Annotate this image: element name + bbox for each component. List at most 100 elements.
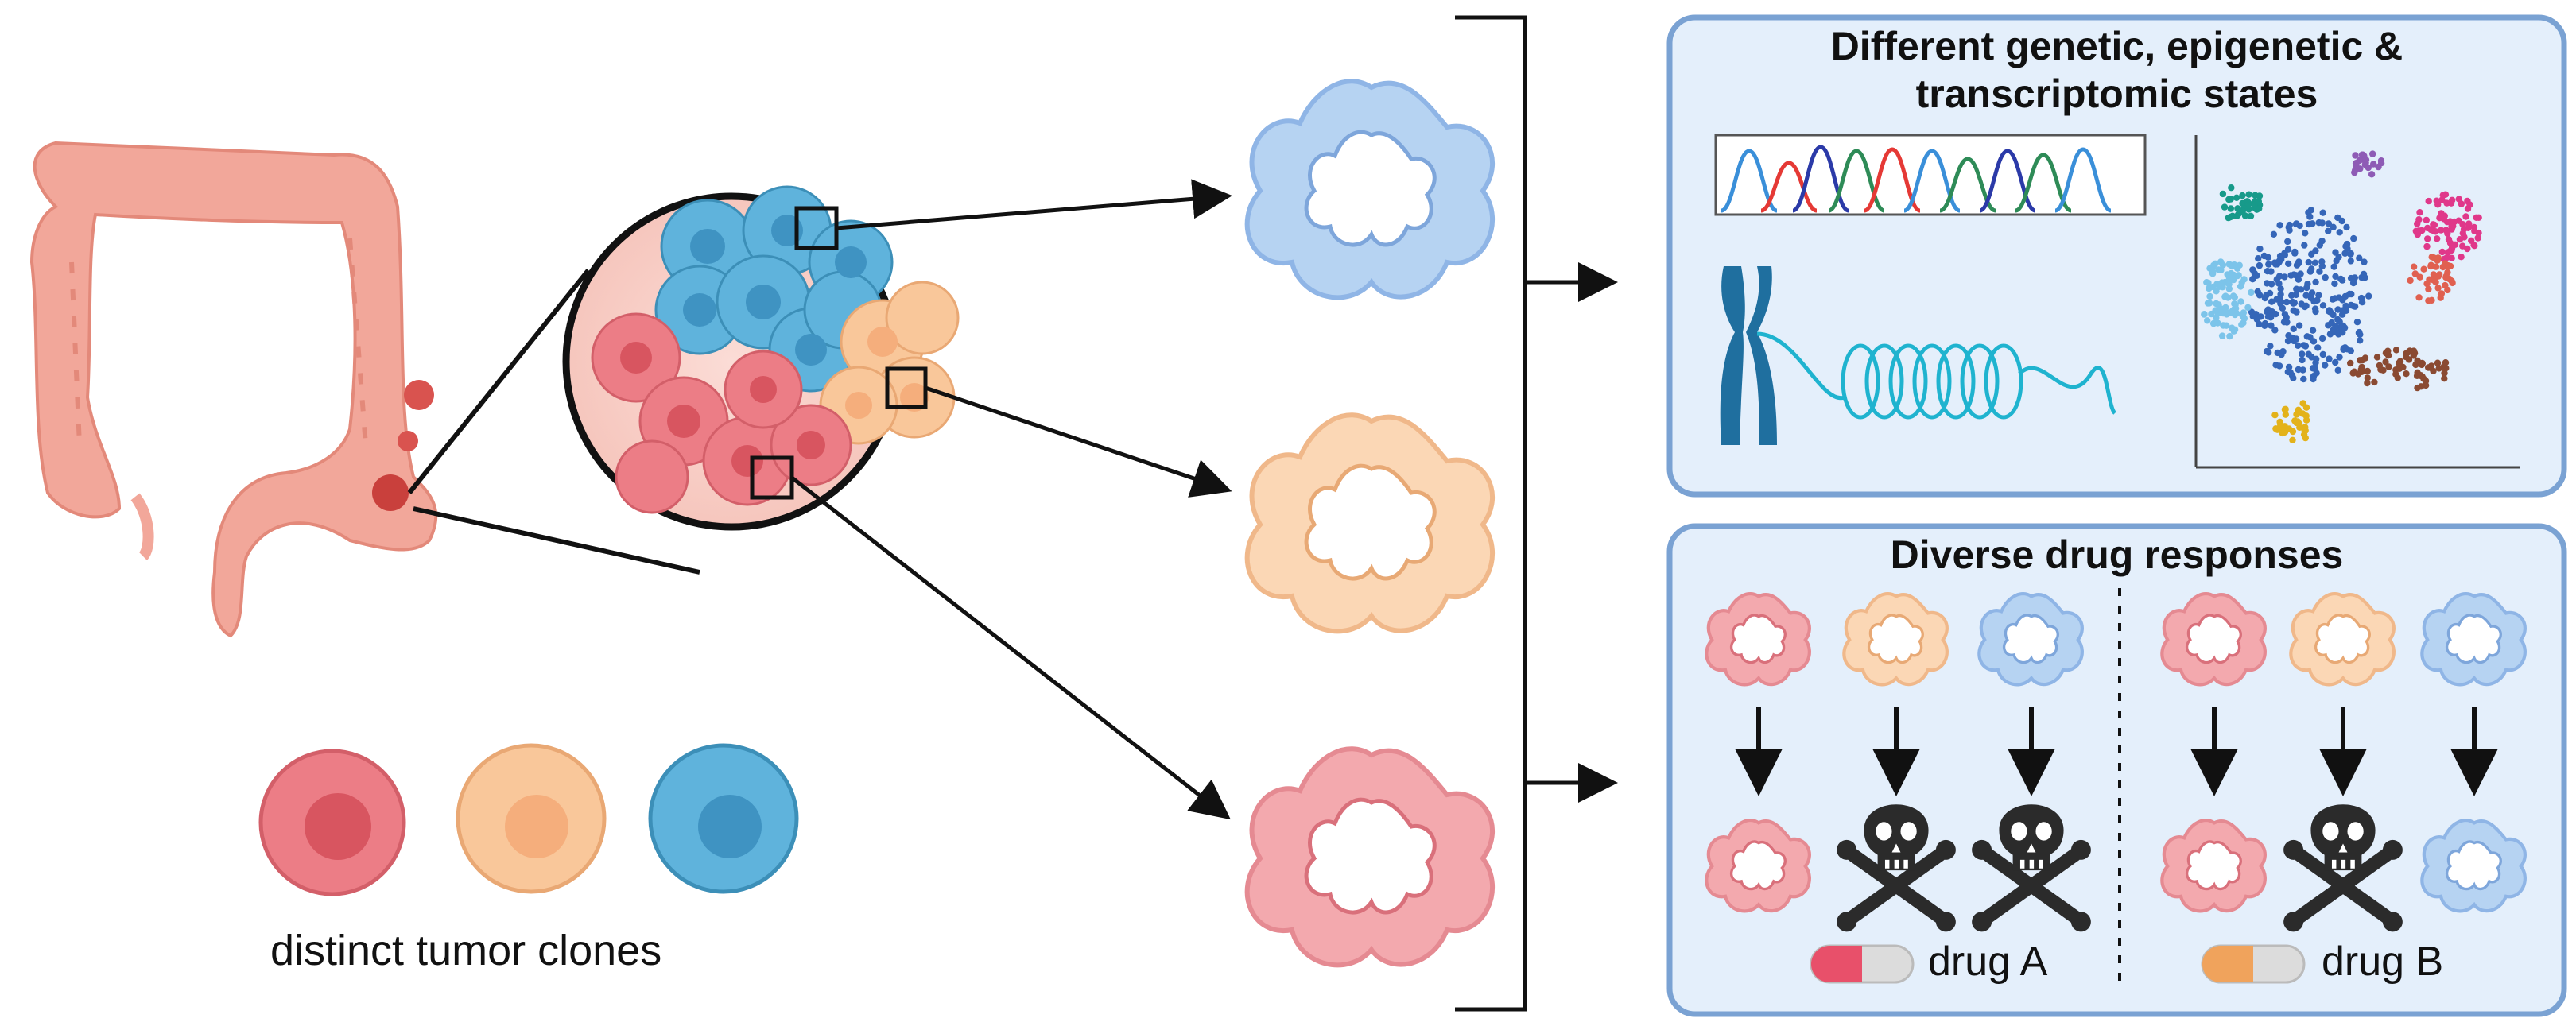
scatter-dot bbox=[2310, 375, 2317, 383]
scatter-dot bbox=[2358, 299, 2366, 306]
scatter-dot bbox=[2341, 324, 2349, 331]
scatter-dot bbox=[2416, 273, 2423, 281]
scatter-dot bbox=[2357, 337, 2364, 344]
scatter-dot bbox=[2385, 363, 2392, 370]
scatter-dot bbox=[2438, 210, 2445, 217]
grouping-bracket bbox=[1455, 15, 1527, 1012]
scatter-dot bbox=[2313, 355, 2320, 362]
scatter-dot bbox=[2361, 354, 2369, 362]
scatter-dot bbox=[2240, 276, 2248, 283]
scatter-dot bbox=[2325, 322, 2332, 329]
scatter-dot bbox=[2342, 242, 2349, 250]
scatter-dot bbox=[2434, 273, 2442, 280]
scatter-dot bbox=[2312, 278, 2319, 286]
scatter-dot bbox=[2334, 214, 2341, 222]
scatter-dot bbox=[2256, 245, 2264, 253]
scatter-dot bbox=[2336, 229, 2343, 236]
scatter-dot bbox=[2306, 334, 2314, 341]
scatter-dot bbox=[2416, 209, 2423, 216]
scatter-dot bbox=[2253, 206, 2260, 213]
scatter-dot bbox=[2219, 190, 2227, 198]
scatter-dot bbox=[2415, 216, 2423, 223]
scatter-dot bbox=[2325, 220, 2333, 227]
scatter-dot bbox=[2310, 298, 2318, 305]
scatter-dot bbox=[2352, 152, 2359, 159]
scatter-dot bbox=[2334, 366, 2341, 374]
scatter-dot bbox=[2300, 375, 2307, 383]
scatter-dot bbox=[2299, 356, 2306, 364]
scatter-dot bbox=[2283, 298, 2291, 306]
scatter-dot bbox=[2442, 365, 2450, 372]
scatter-dot bbox=[2432, 263, 2440, 270]
scatter-dot bbox=[2392, 347, 2400, 354]
scatter-dot bbox=[2254, 288, 2261, 296]
scatter-dot bbox=[2373, 354, 2381, 361]
scatter-dot bbox=[2459, 230, 2466, 237]
scatter-dot bbox=[2292, 220, 2300, 228]
drug-a-label: drug A bbox=[1928, 939, 2048, 985]
scatter-dot bbox=[2357, 357, 2364, 364]
scatter-dot bbox=[2290, 325, 2297, 332]
scatter-dot bbox=[2209, 319, 2217, 327]
scatter-dot bbox=[2298, 300, 2305, 308]
scatter-dot bbox=[2347, 347, 2354, 354]
scatter-dot bbox=[2343, 223, 2350, 231]
clones-legend-label: distinct tumor clones bbox=[270, 927, 662, 974]
scatter-dot bbox=[2315, 219, 2322, 227]
scatter-dot bbox=[2431, 254, 2438, 261]
scatter-dot bbox=[2439, 192, 2446, 199]
scatter-dot bbox=[2442, 227, 2450, 234]
scatter-dot bbox=[2292, 335, 2300, 343]
scatter-dot bbox=[2392, 370, 2399, 378]
scatter-dot bbox=[2427, 362, 2435, 370]
scatter-dot bbox=[2219, 281, 2226, 288]
scatter-dot bbox=[2353, 163, 2360, 170]
scatter-dot bbox=[2234, 205, 2241, 212]
scatter-dot bbox=[2368, 171, 2376, 178]
scatter-dot bbox=[2375, 163, 2382, 171]
scatter-dot bbox=[2285, 260, 2292, 267]
scatter-dot bbox=[2330, 223, 2337, 230]
organoid-blue bbox=[1247, 81, 1492, 297]
scatter-dot bbox=[2228, 184, 2235, 192]
scatter-dot bbox=[2336, 354, 2343, 361]
scatter-dot bbox=[2431, 221, 2438, 229]
scatter-dot bbox=[2299, 366, 2306, 374]
scatter-dot bbox=[2282, 411, 2289, 418]
legend-cell-blue bbox=[648, 743, 799, 894]
scatter-dot bbox=[2396, 363, 2403, 371]
scatter-dot bbox=[2415, 294, 2423, 301]
scatter-dot bbox=[2414, 384, 2421, 392]
scatter-dot bbox=[2347, 250, 2354, 258]
scatter-dot bbox=[2382, 358, 2389, 366]
scatter-dot bbox=[2319, 350, 2326, 358]
scatter-dot bbox=[2226, 332, 2233, 340]
scatter-dot bbox=[2225, 196, 2233, 203]
tumor-zoom-circle bbox=[562, 185, 960, 531]
scatter-dot bbox=[2464, 197, 2471, 205]
scatter-dot bbox=[2249, 276, 2256, 283]
scatter-dot bbox=[2268, 298, 2275, 305]
scatter-dot bbox=[2449, 196, 2456, 203]
scatter-dot bbox=[2331, 280, 2338, 288]
scatter-dot bbox=[2332, 273, 2339, 280]
scatter-dot bbox=[2300, 342, 2307, 349]
scatter-dot bbox=[2370, 161, 2377, 168]
scatter-dot bbox=[2318, 335, 2326, 343]
scatter-dot bbox=[2322, 273, 2329, 281]
scatter-dot bbox=[2204, 300, 2212, 307]
organoid-red bbox=[1247, 749, 1492, 965]
scatter-dot bbox=[2361, 161, 2368, 168]
scatter-dot bbox=[2305, 350, 2312, 358]
organoid-orange bbox=[1247, 415, 1492, 631]
scatter-dot bbox=[2425, 297, 2432, 304]
scatter-dot bbox=[2273, 296, 2280, 303]
scatter-dot bbox=[2261, 322, 2268, 329]
scatter-dot bbox=[2443, 219, 2451, 226]
sequencing-chromatogram bbox=[1714, 134, 2147, 216]
scatter-dot bbox=[2432, 278, 2439, 286]
scatter-dot bbox=[2311, 305, 2319, 312]
scatter-dot bbox=[2205, 279, 2212, 287]
scatter-dot bbox=[2445, 236, 2453, 243]
scatter-dot bbox=[2316, 268, 2323, 275]
